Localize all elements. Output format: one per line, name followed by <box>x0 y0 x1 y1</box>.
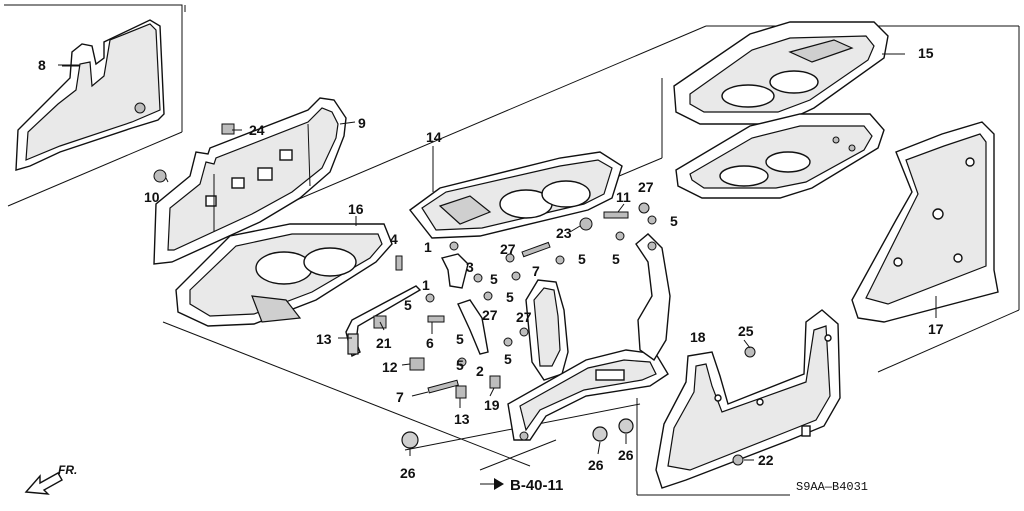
callout-10: 12 <box>382 359 398 375</box>
callout-27c: 27 <box>482 307 498 323</box>
callout-19: 9 <box>358 115 366 131</box>
callout-4: 4 <box>390 231 398 247</box>
callout-2: 2 <box>476 363 484 379</box>
callout-5a: 5 <box>490 271 498 287</box>
callout-13: 15 <box>918 45 934 61</box>
callout-23: 23 <box>556 225 572 241</box>
part-side-trim-18 <box>15 19 165 171</box>
callout-12: 14 <box>426 129 442 145</box>
part-rear-support-16 <box>655 309 841 489</box>
callout-18: 8 <box>38 57 46 73</box>
callout-15: 17 <box>928 321 944 337</box>
callout-17: 19 <box>484 397 500 413</box>
callout-1a: 1 <box>424 239 432 255</box>
callout-21: 21 <box>376 335 392 351</box>
callout-5g: 5 <box>578 251 586 267</box>
callout-5h: 5 <box>612 251 620 267</box>
callout-5d: 5 <box>456 331 464 347</box>
callout-5c: 5 <box>506 289 514 305</box>
callout-5b: 5 <box>404 297 412 313</box>
callout-labels: 8 9 24 10 14 15 16 17 18 4 1 1 3 5 5 5 5… <box>38 45 944 481</box>
callout-16: 18 <box>690 329 706 345</box>
callout-7a: 7 <box>532 263 540 279</box>
callout-26b: 26 <box>588 457 604 473</box>
callout-25: 25 <box>738 323 754 339</box>
callout-26c: 26 <box>618 447 634 463</box>
leader-lines <box>58 53 937 461</box>
callout-24: 24 <box>249 122 265 138</box>
callout-5e: 5 <box>504 351 512 367</box>
part-upper-lid-13 <box>673 21 889 125</box>
callout-6: 6 <box>426 335 434 351</box>
part-side-cover-15 <box>851 121 999 323</box>
callout-26a: 26 <box>400 465 416 481</box>
callout-8: 11 <box>616 189 631 205</box>
callout-1b: 1 <box>422 277 430 293</box>
part-cup-tray-14 <box>175 223 393 327</box>
part-handle-11 <box>345 285 422 358</box>
section-reference-label: B-40-11 <box>510 477 563 494</box>
part-slide-mechanism <box>507 233 671 441</box>
callout-20: 10 <box>144 189 160 205</box>
front-indicator: FR. <box>58 463 77 477</box>
diagram-code: S9AA—B4031 <box>796 480 868 494</box>
callout-9: 13 <box>454 411 470 427</box>
callout-22: 22 <box>758 452 774 468</box>
callout-14: 16 <box>348 201 364 217</box>
callout-5i: 5 <box>670 213 678 229</box>
callout-11: 13 <box>316 331 332 347</box>
part-inner-panel-19 <box>153 97 347 265</box>
callout-3: 3 <box>466 259 474 275</box>
callout-5f: 5 <box>456 357 464 373</box>
hardware-fasteners <box>153 123 756 466</box>
part-inner-lid <box>675 113 885 199</box>
section-reference: B-40-11 <box>480 477 563 494</box>
front-arrow-icon: FR. <box>24 463 77 495</box>
callout-7b: 7 <box>396 389 404 405</box>
callout-27b: 27 <box>638 179 654 195</box>
part-lower-tray-12 <box>409 151 623 239</box>
callout-27a: 27 <box>500 241 516 257</box>
callout-27d: 27 <box>516 309 532 325</box>
